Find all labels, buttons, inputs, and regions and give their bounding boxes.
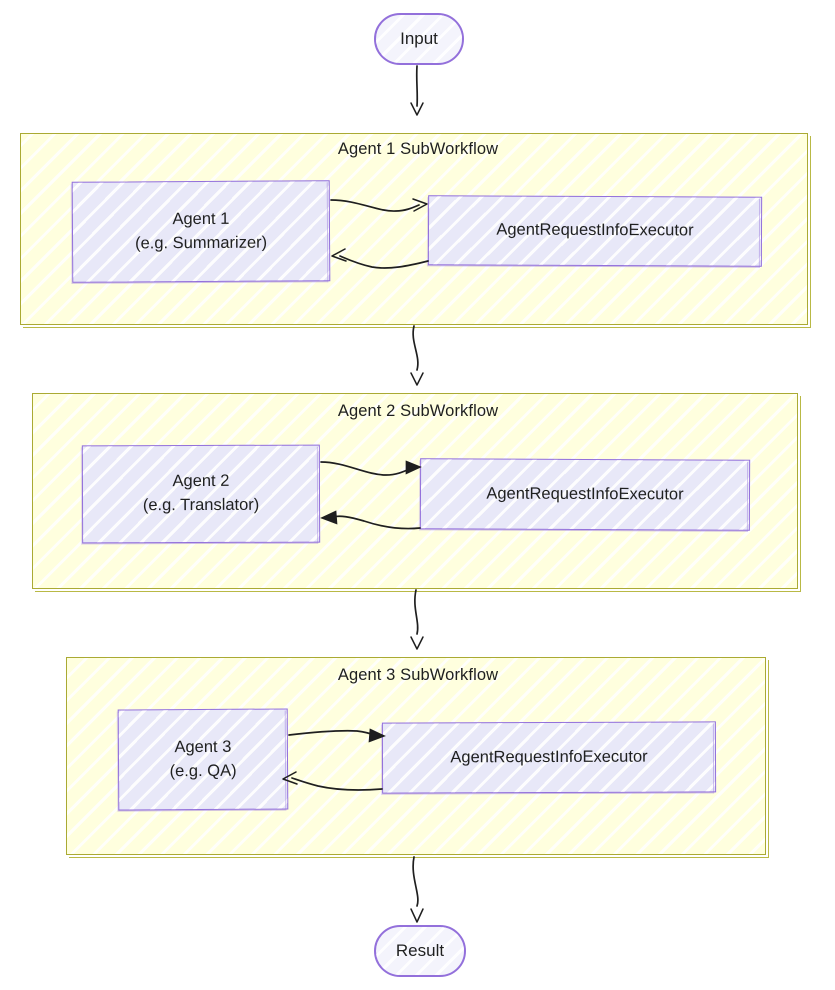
cluster-title-agent1: Agent 1 SubWorkflow (337, 140, 499, 158)
terminal-label-result: Result (395, 941, 445, 960)
node-label-line-1: AgentRequestInfoExecutor (496, 220, 694, 240)
arrowhead-agent2sub-to-agent3sub (410, 636, 424, 650)
node-label-line-1: Agent 1 (172, 209, 230, 228)
node-agent-3[interactable]: Agent 3 (e.g. QA) (117, 708, 289, 811)
terminal-node-result[interactable]: Result (374, 925, 466, 977)
node-label-executor-3: AgentRequestInfoExecutor (450, 745, 647, 770)
node-executor-3[interactable]: AgentRequestInfoExecutor (381, 721, 717, 794)
cluster-title-agent3: Agent 3 SubWorkflow (337, 666, 499, 684)
edge-agent1sub-to-agent2sub (412, 325, 419, 371)
node-label-executor-2: AgentRequestInfoExecutor (486, 482, 683, 507)
arrowhead-agent1sub-to-agent2sub (410, 372, 424, 386)
edge-agent3sub-to-result (412, 856, 419, 907)
terminal-node-input[interactable]: Input (374, 13, 464, 65)
terminal-label-input: Input (400, 29, 438, 48)
node-label-line-1: Agent 2 (172, 471, 230, 491)
node-label-executor-1: AgentRequestInfoExecutor (496, 219, 693, 244)
node-label-agent-2: Agent 2 (e.g. Translator) (143, 470, 260, 518)
arrowhead-agent3sub-to-result (410, 908, 424, 923)
node-label-line-1: Agent 3 (174, 737, 232, 756)
cluster-shadow-3 (69, 660, 769, 858)
node-executor-1[interactable]: AgentRequestInfoExecutor (427, 195, 763, 267)
edge-input-to-agent1 (415, 65, 419, 107)
node-label-line-1: AgentRequestInfoExecutor (486, 484, 684, 503)
node-agent-2[interactable]: Agent 2 (e.g. Translator) (81, 444, 321, 544)
node-executor-2[interactable]: AgentRequestInfoExecutor (419, 458, 751, 531)
node-label-line-1: AgentRequestInfoExecutor (450, 747, 648, 766)
node-label-agent-3: Agent 3 (e.g. QA) (169, 735, 237, 783)
edge-agent2sub-to-agent3sub (414, 589, 419, 635)
node-label-line-2: (e.g. Translator) (142, 495, 260, 515)
node-agent-1[interactable]: Agent 1 (e.g. Summarizer) (71, 180, 331, 283)
node-label-agent-1: Agent 1 (e.g. Summarizer) (135, 207, 267, 256)
cluster-title-agent2: Agent 2 SubWorkflow (337, 402, 499, 420)
arrowhead-input-to-agent1 (410, 102, 424, 116)
node-label-line-2: (e.g. QA) (169, 761, 237, 780)
node-label-line-2: (e.g. Summarizer) (134, 233, 268, 252)
